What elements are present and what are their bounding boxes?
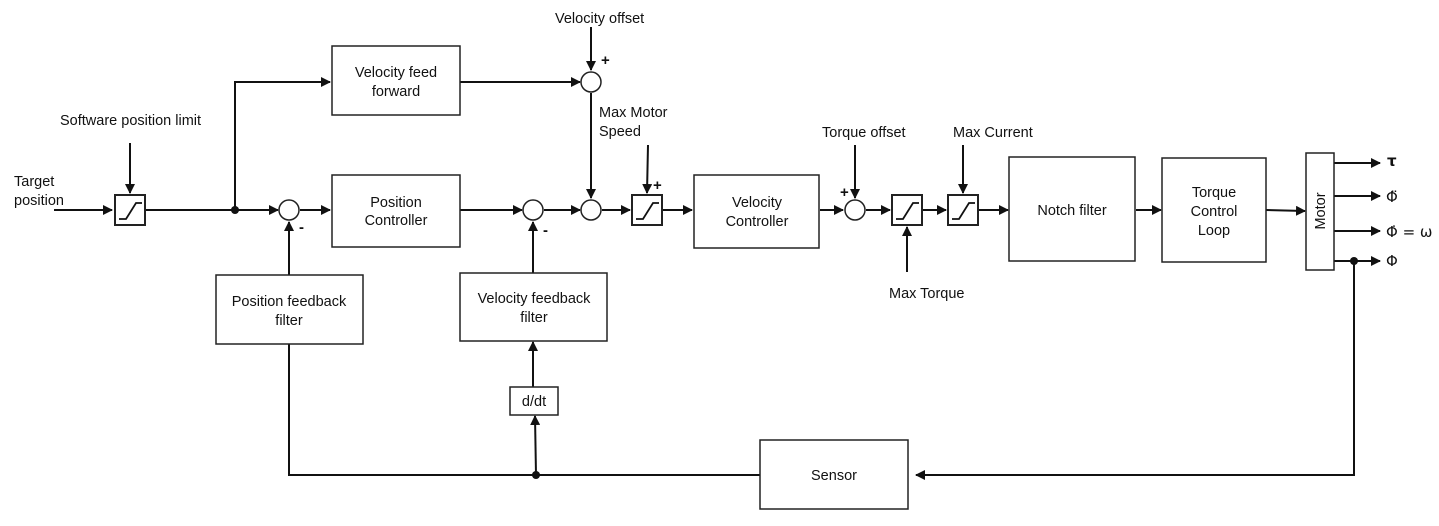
max-motor-speed-limiter bbox=[631, 194, 663, 226]
software-position-limiter bbox=[114, 194, 146, 226]
sensor-block: Sensor bbox=[759, 439, 909, 510]
svg-text:Speed: Speed bbox=[599, 124, 641, 140]
svg-text:Torque: Torque bbox=[1192, 185, 1236, 201]
max-current-limiter bbox=[947, 194, 979, 226]
max-torque-label: Max Torque bbox=[889, 286, 965, 302]
svg-text:Velocity: Velocity bbox=[732, 195, 783, 211]
svg-text:Velocity feedback: Velocity feedback bbox=[478, 291, 592, 307]
acceleration-output-label: Φ̈ bbox=[1386, 188, 1398, 206]
software-position-limit-label: Software position limit bbox=[60, 113, 201, 129]
svg-text:filter: filter bbox=[275, 313, 303, 329]
saturation-limiter-icon bbox=[636, 202, 659, 220]
velocity-output-label: Φ̇ = ω bbox=[1386, 223, 1432, 241]
plus-sign: + bbox=[653, 177, 662, 194]
svg-text:Sensor: Sensor bbox=[811, 468, 857, 484]
plus-sign: + bbox=[840, 184, 849, 201]
signal-wires bbox=[54, 27, 1381, 480]
svg-text:Motor: Motor bbox=[1313, 192, 1329, 229]
minus-sign: - bbox=[299, 219, 304, 236]
derivative-block: d/dt bbox=[509, 386, 559, 416]
plus-sign: + bbox=[601, 52, 610, 69]
position-output-label: Φ bbox=[1386, 252, 1398, 270]
junction-dot-icon bbox=[231, 206, 239, 214]
svg-text:position: position bbox=[14, 193, 64, 209]
velocity-feedback-filter-block: Velocity feedback filter bbox=[459, 272, 608, 342]
velocity-controller-block: Velocity Controller bbox=[693, 174, 820, 249]
svg-text:forward: forward bbox=[372, 84, 420, 100]
svg-text:Controller: Controller bbox=[726, 214, 789, 230]
svg-text:Max Motor: Max Motor bbox=[599, 105, 668, 121]
velocity-command-summing-junction bbox=[580, 199, 602, 221]
svg-text:Controller: Controller bbox=[365, 213, 428, 229]
torque-offset-summing-junction bbox=[844, 199, 866, 221]
svg-text:Position feedback: Position feedback bbox=[232, 294, 347, 310]
torque-control-loop-block: Torque Control Loop bbox=[1161, 157, 1267, 263]
motor-block: Motor bbox=[1305, 152, 1335, 271]
velocity-error-summing-junction bbox=[522, 199, 544, 221]
max-current-label: Max Current bbox=[953, 125, 1033, 141]
saturation-limiter-icon bbox=[952, 202, 975, 220]
svg-text:Loop: Loop bbox=[1198, 223, 1230, 239]
max-motor-speed-label: Max Motor Speed bbox=[599, 105, 668, 140]
saturation-limiter-icon bbox=[119, 202, 142, 220]
position-error-summing-junction bbox=[278, 199, 300, 221]
torque-output-label: τ bbox=[1387, 152, 1397, 170]
torque-offset-label: Torque offset bbox=[822, 125, 906, 141]
svg-text:filter: filter bbox=[520, 310, 548, 326]
position-controller-block: Position Controller bbox=[331, 174, 461, 248]
junction-dot-icon bbox=[532, 471, 540, 479]
minus-sign: - bbox=[543, 222, 548, 239]
svg-text:Velocity feed: Velocity feed bbox=[355, 65, 437, 81]
svg-text:Notch filter: Notch filter bbox=[1037, 203, 1106, 219]
max-torque-limiter bbox=[891, 194, 923, 226]
saturation-limiter-icon bbox=[896, 202, 919, 220]
velocity-offset-summing-junction bbox=[580, 71, 602, 93]
svg-text:Target: Target bbox=[14, 174, 54, 190]
notch-filter-block: Notch filter bbox=[1008, 156, 1136, 262]
svg-text:Control: Control bbox=[1191, 204, 1238, 220]
svg-text:d/dt: d/dt bbox=[522, 394, 546, 410]
target-position-label: Target position bbox=[14, 174, 64, 209]
velocity-feed-forward-block: Velocity feed forward bbox=[331, 45, 461, 116]
velocity-offset-label: Velocity offset bbox=[555, 11, 644, 27]
position-feedback-filter-block: Position feedback filter bbox=[215, 274, 364, 345]
svg-text:Position: Position bbox=[370, 195, 422, 211]
junction-dot-icon bbox=[1350, 257, 1358, 265]
